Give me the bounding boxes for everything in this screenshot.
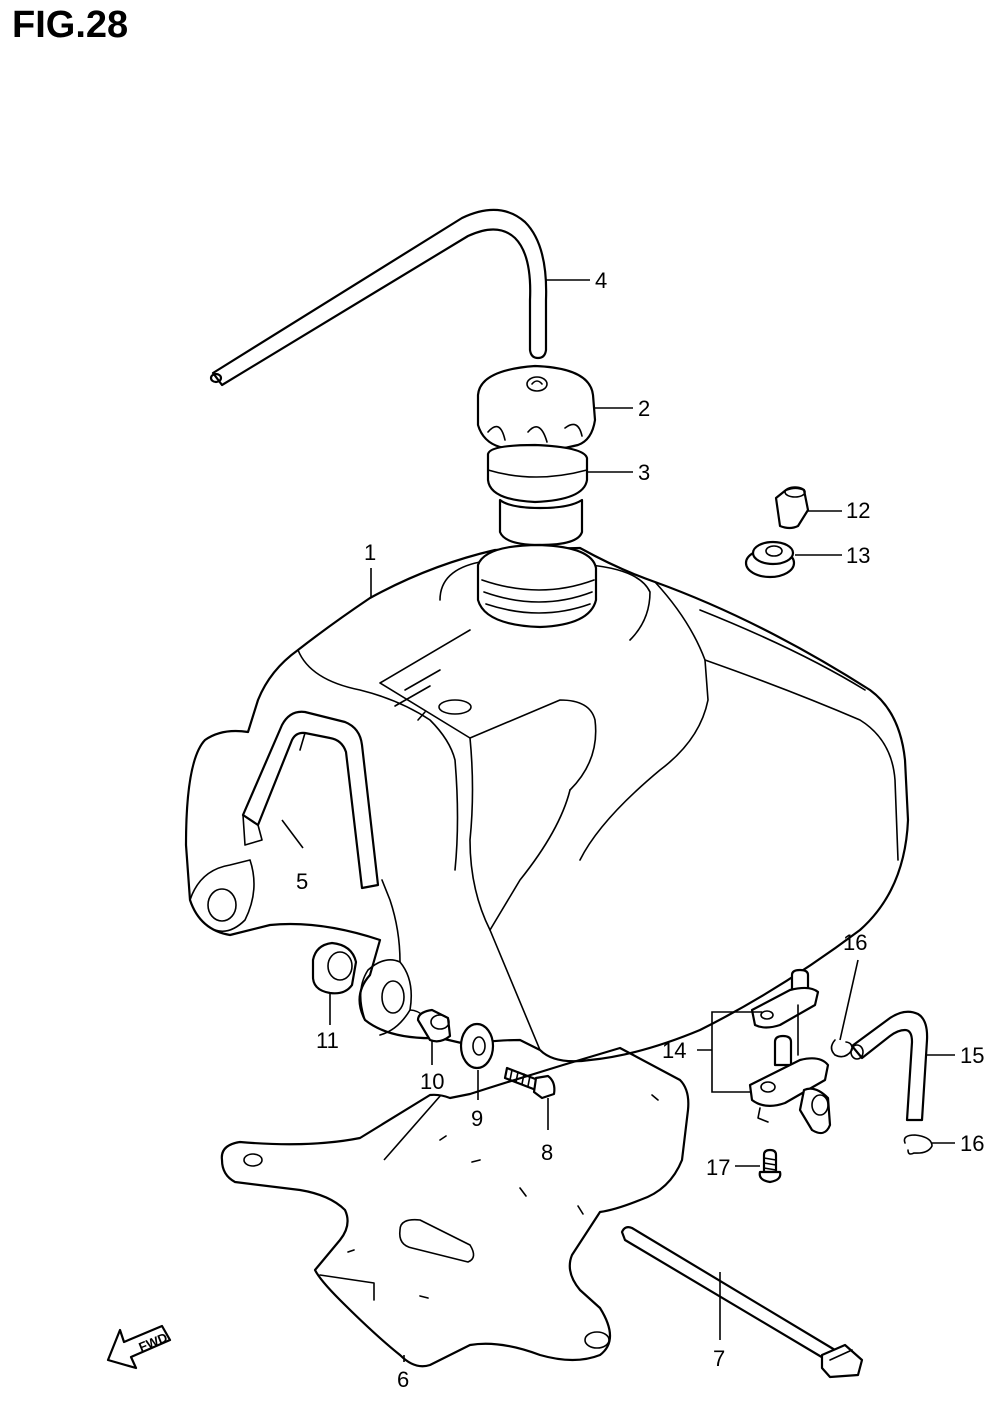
part-11-grommet	[311, 941, 358, 995]
callout-8: 8	[541, 1140, 553, 1165]
callout-12: 12	[846, 498, 870, 523]
callout-16-upper: 16	[843, 930, 867, 955]
part-2-fuel-cap	[476, 364, 597, 452]
part-12-damper	[774, 486, 810, 530]
callout-13: 13	[846, 543, 870, 568]
part-9-washer	[459, 1022, 495, 1070]
part-16-clip-upper	[830, 1039, 853, 1058]
callout-2: 2	[638, 396, 650, 421]
part-13-grommet	[744, 540, 796, 579]
callout-7: 7	[713, 1346, 725, 1371]
callout-3: 3	[638, 460, 650, 485]
callout-14: 14	[662, 1038, 686, 1063]
part-1-fuel-tank	[184, 543, 910, 1063]
callout-10: 10	[420, 1069, 444, 1094]
part-14-fuel-cock	[748, 968, 832, 1135]
part-15-fuel-hose	[850, 1010, 929, 1122]
callout-11: 11	[316, 1028, 339, 1053]
part-5-cushion	[241, 710, 380, 890]
leader-lines	[281, 279, 955, 1362]
callout-5: 5	[296, 869, 308, 894]
part-10-collar	[416, 1008, 452, 1043]
figure-title: FIG.28	[12, 4, 129, 46]
callout-17: 17	[706, 1155, 730, 1180]
part-16-clip-lower	[903, 1134, 933, 1155]
callout-9: 9	[471, 1106, 483, 1131]
callout-4: 4	[595, 268, 607, 293]
callout-16-lower: 16	[960, 1131, 984, 1156]
part-7-band	[620, 1226, 864, 1379]
part-4-breather-hose	[209, 208, 548, 387]
part-6-bracket	[220, 1046, 690, 1368]
part-3-cap-gasket	[486, 443, 589, 547]
callout-1: 1	[364, 540, 376, 565]
callout-6: 6	[397, 1367, 409, 1392]
part-17-screw	[758, 1148, 782, 1184]
fwd-arrow-icon: FWD	[106, 1324, 172, 1370]
callouts: 1 2 3 4 5 6 7 8 9 10 11 12 13 14 15 16 1…	[296, 268, 984, 1392]
callout-15: 15	[960, 1043, 984, 1068]
part-8-bolt	[503, 1066, 556, 1100]
